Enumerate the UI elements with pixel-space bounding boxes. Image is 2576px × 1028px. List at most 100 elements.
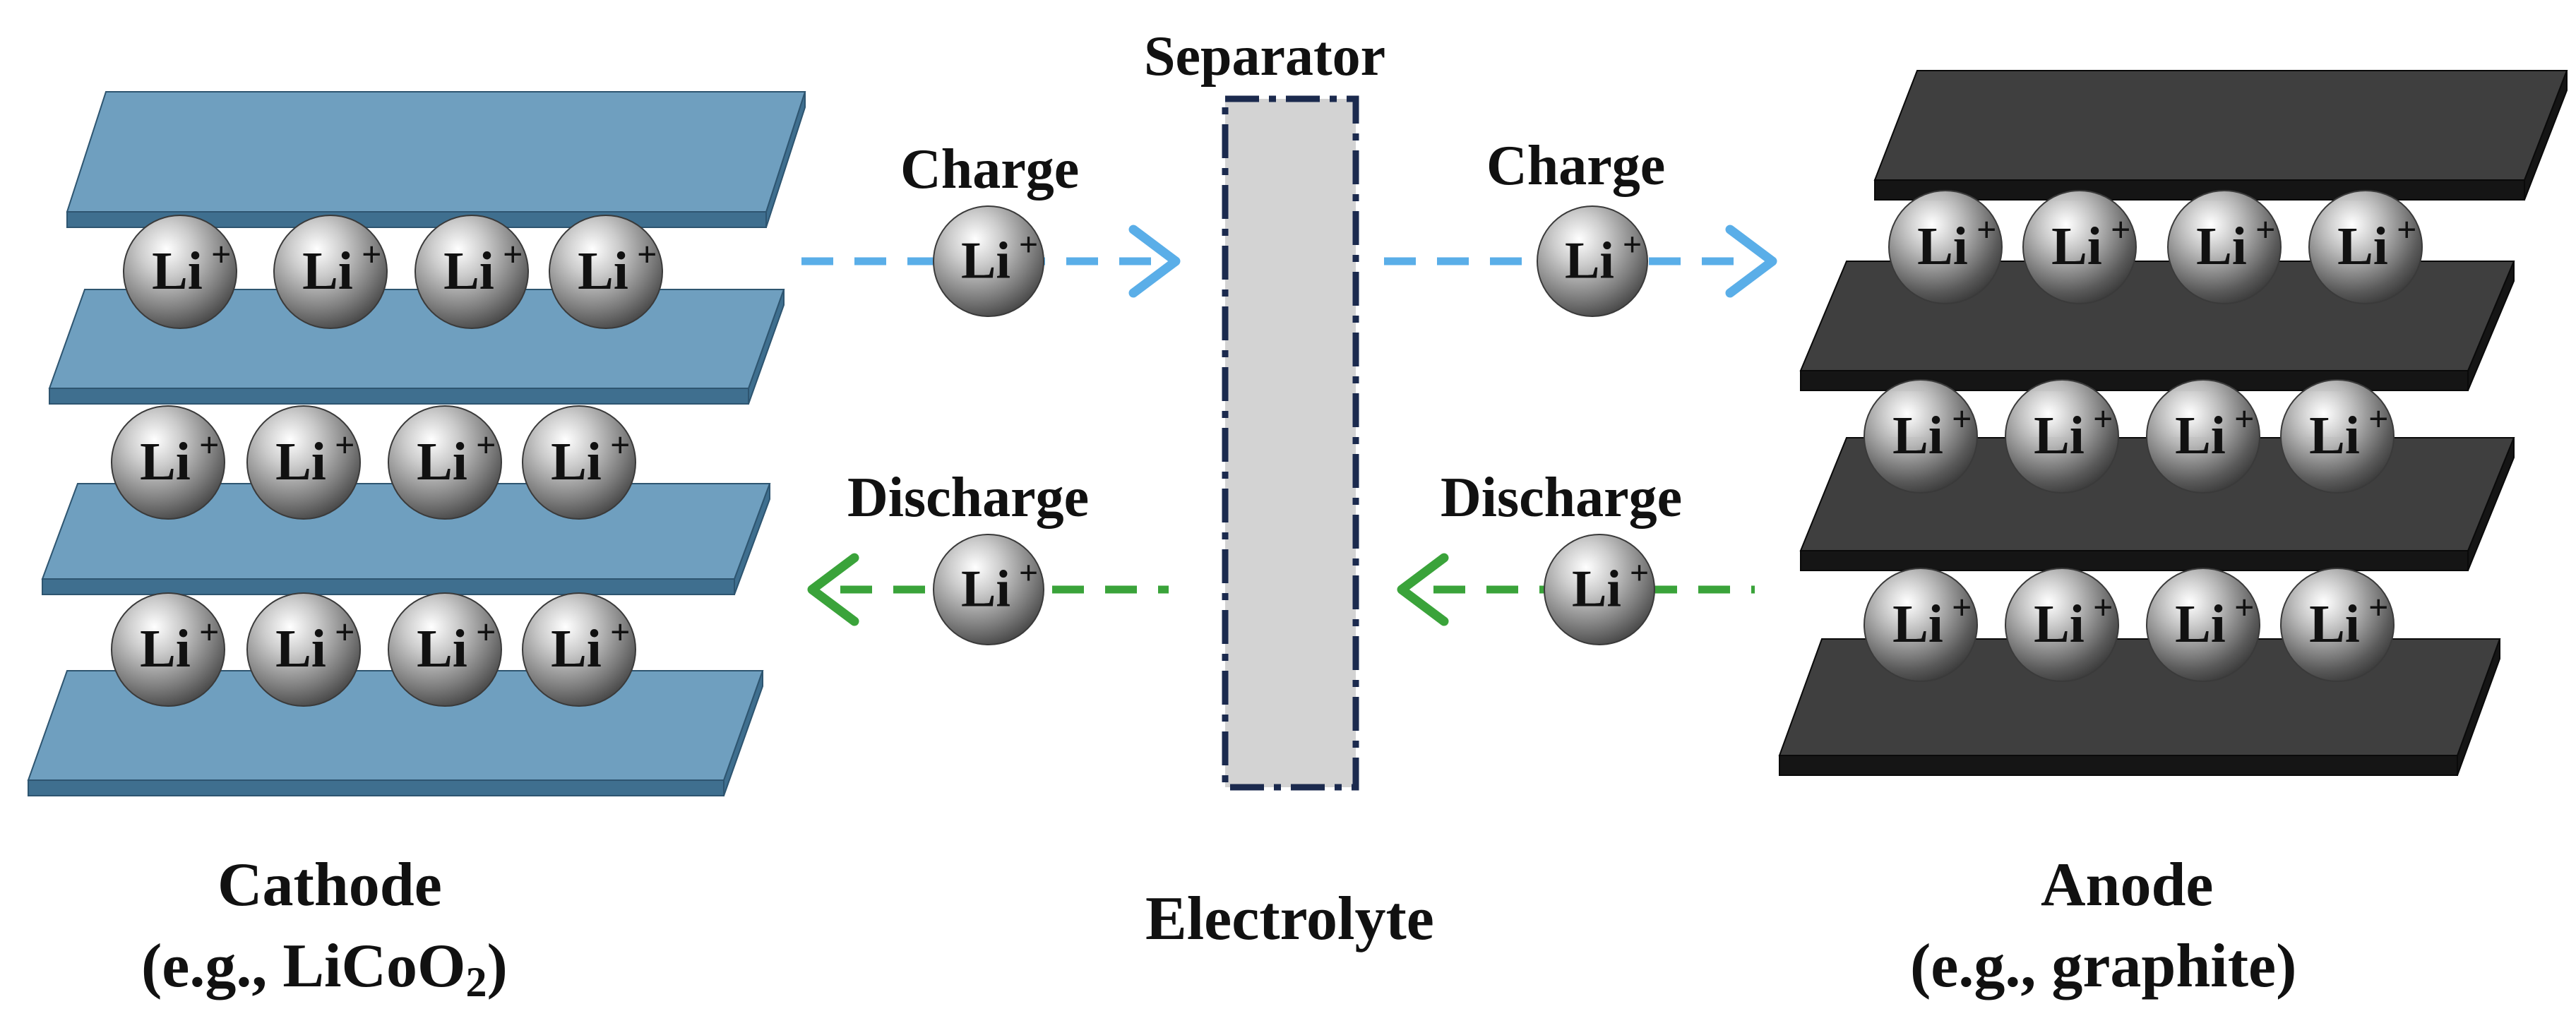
cathode-plate-1-top-face bbox=[66, 91, 806, 213]
anode-ion-3-1-sphere bbox=[1864, 568, 1978, 682]
anode-ion-1-1-label: Li bbox=[1917, 217, 1968, 276]
anode-ion-2-2-charge: + bbox=[2093, 399, 2113, 438]
discharge-label-right: Discharge bbox=[1441, 467, 1683, 529]
cathode-ion-3-1: Li+ bbox=[111, 592, 225, 707]
cathode-plate-1 bbox=[66, 91, 806, 228]
cathode-ion-1-4-charge: + bbox=[637, 234, 657, 274]
cathode-ion-1-1: Li+ bbox=[123, 215, 237, 329]
cathode-ion-2-4-sphere bbox=[522, 405, 636, 520]
anode-ion-1-2-charge: + bbox=[2111, 210, 2131, 249]
cathode-ion-2-1-charge: + bbox=[199, 425, 220, 465]
cathode-ion-1-2-label: Li bbox=[302, 241, 353, 301]
anode-ion-1-1-charge: + bbox=[1976, 210, 1997, 249]
anode-ion-3-1-charge: + bbox=[1952, 587, 1972, 627]
anode-ion-2-2-label: Li bbox=[2034, 406, 2085, 465]
cathode-ion-1-3-charge: + bbox=[503, 234, 523, 274]
cathode-ion-1-3: Li+ bbox=[415, 215, 529, 329]
cathode-ion-1-3-sphere bbox=[415, 215, 529, 329]
charge-ion-left-label: Li bbox=[961, 232, 1010, 289]
charge-ion-right-sphere bbox=[1537, 205, 1648, 317]
anode-ion-2-3-label: Li bbox=[2175, 406, 2226, 465]
cathode-ion-3-2: Li+ bbox=[246, 592, 361, 707]
anode-ion-1-4-charge: + bbox=[2397, 210, 2417, 249]
anode-ion-1-1-sphere bbox=[1888, 190, 2003, 304]
discharge-arrow-right-head bbox=[1397, 553, 1449, 626]
cathode-ion-3-4-label: Li bbox=[551, 619, 602, 679]
cathode-ion-2-4: Li+ bbox=[522, 405, 636, 520]
anode-plate-3-front-edge bbox=[1800, 550, 2469, 571]
anode-ion-2-1-charge: + bbox=[1952, 399, 1972, 438]
anode-ion-2-1-label: Li bbox=[1892, 406, 1943, 465]
anode-ion-3-3-sphere bbox=[2146, 568, 2260, 682]
anode-ion-1-1: Li+ bbox=[1888, 190, 2003, 304]
anode-ion-1-4-sphere bbox=[2308, 190, 2423, 304]
cathode-ion-1-4-label: Li bbox=[578, 241, 628, 301]
discharge-ion-right-sphere bbox=[1544, 534, 1655, 645]
anode-ion-2-1-sphere bbox=[1864, 379, 1978, 494]
cathode-ion-3-1-charge: + bbox=[199, 612, 220, 652]
cathode-title: Cathode bbox=[217, 851, 442, 919]
anode-ion-3-4-charge: + bbox=[2368, 587, 2389, 627]
charge-arrow-left-head bbox=[1128, 225, 1181, 298]
cathode-ion-2-3-charge: + bbox=[476, 425, 496, 465]
separator-body bbox=[1225, 99, 1356, 787]
cathode-ion-1-2-sphere bbox=[273, 215, 388, 329]
cathode-ion-1-2: Li+ bbox=[273, 215, 388, 329]
separator-label: Separator bbox=[1144, 25, 1386, 88]
anode-ion-3-2: Li+ bbox=[2005, 568, 2119, 682]
anode-ion-2-3-charge: + bbox=[2234, 399, 2255, 438]
cathode-ion-2-2-sphere bbox=[246, 405, 361, 520]
cathode-ion-2-4-charge: + bbox=[610, 425, 631, 465]
anode-ion-1-2: Li+ bbox=[2022, 190, 2137, 304]
anode-ion-2-3: Li+ bbox=[2146, 379, 2260, 494]
anode-ion-2-4-charge: + bbox=[2368, 399, 2389, 438]
anode-plate-4-front-edge bbox=[1779, 755, 2458, 776]
anode-ion-3-3: Li+ bbox=[2146, 568, 2260, 682]
cathode-plate-3-front-edge bbox=[42, 578, 735, 595]
cathode-ion-3-3: Li+ bbox=[388, 592, 502, 707]
anode-ion-2-2-sphere bbox=[2005, 379, 2119, 494]
anode-title: Anode bbox=[2041, 851, 2214, 919]
cathode-ion-2-1-label: Li bbox=[140, 432, 191, 491]
anode-ion-3-2-label: Li bbox=[2034, 594, 2085, 654]
anode-ion-3-2-sphere bbox=[2005, 568, 2119, 682]
anode-ion-1-3: Li+ bbox=[2167, 190, 2282, 304]
discharge-arrow-left-head bbox=[807, 553, 859, 626]
cathode-ion-2-1-sphere bbox=[111, 405, 225, 520]
cathode-ion-2-3-sphere bbox=[388, 405, 502, 520]
cathode-ion-1-4-sphere bbox=[549, 215, 663, 329]
discharge-label-left: Discharge bbox=[847, 467, 1090, 529]
anode-ion-2-3-sphere bbox=[2146, 379, 2260, 494]
discharge-ion-left: Li+ bbox=[933, 534, 1044, 645]
anode-ion-1-3-charge: + bbox=[2255, 210, 2276, 249]
cathode-ion-3-1-label: Li bbox=[140, 619, 191, 679]
charge-ion-right-label: Li bbox=[1565, 232, 1614, 289]
anode-ion-3-1: Li+ bbox=[1864, 568, 1978, 682]
anode-ion-2-4-label: Li bbox=[2309, 406, 2360, 465]
charge-ion-right: Li+ bbox=[1537, 205, 1648, 317]
separator-border bbox=[1222, 95, 1359, 791]
anode-ion-2-4-sphere bbox=[2280, 379, 2395, 494]
charge-ion-left: Li+ bbox=[933, 205, 1044, 317]
discharge-ion-left-sphere bbox=[933, 534, 1044, 645]
anode-ion-2-4: Li+ bbox=[2280, 379, 2395, 494]
cathode-ion-3-3-sphere bbox=[388, 592, 502, 707]
discharge-ion-right: Li+ bbox=[1544, 534, 1655, 645]
anode-ion-3-3-charge: + bbox=[2234, 587, 2255, 627]
cathode-ion-2-2: Li+ bbox=[246, 405, 361, 520]
cathode-ion-2-2-charge: + bbox=[335, 425, 355, 465]
cathode-ion-2-4-label: Li bbox=[551, 432, 602, 491]
cathode-ion-1-1-sphere bbox=[123, 215, 237, 329]
anode-ion-2-1: Li+ bbox=[1864, 379, 1978, 494]
cathode-ion-3-4: Li+ bbox=[522, 592, 636, 707]
cathode-ion-3-3-label: Li bbox=[417, 619, 467, 679]
cathode-ion-1-4: Li+ bbox=[549, 215, 663, 329]
charge-label-right: Charge bbox=[1486, 135, 1666, 197]
cathode-ion-2-2-label: Li bbox=[275, 432, 326, 491]
cathode-ion-3-4-sphere bbox=[522, 592, 636, 707]
cathode-ion-2-1: Li+ bbox=[111, 405, 225, 520]
anode-ion-3-4-label: Li bbox=[2309, 594, 2360, 654]
anode-plate-1-top-face bbox=[1873, 70, 2568, 181]
cathode-plate-4-front-edge bbox=[28, 779, 724, 796]
